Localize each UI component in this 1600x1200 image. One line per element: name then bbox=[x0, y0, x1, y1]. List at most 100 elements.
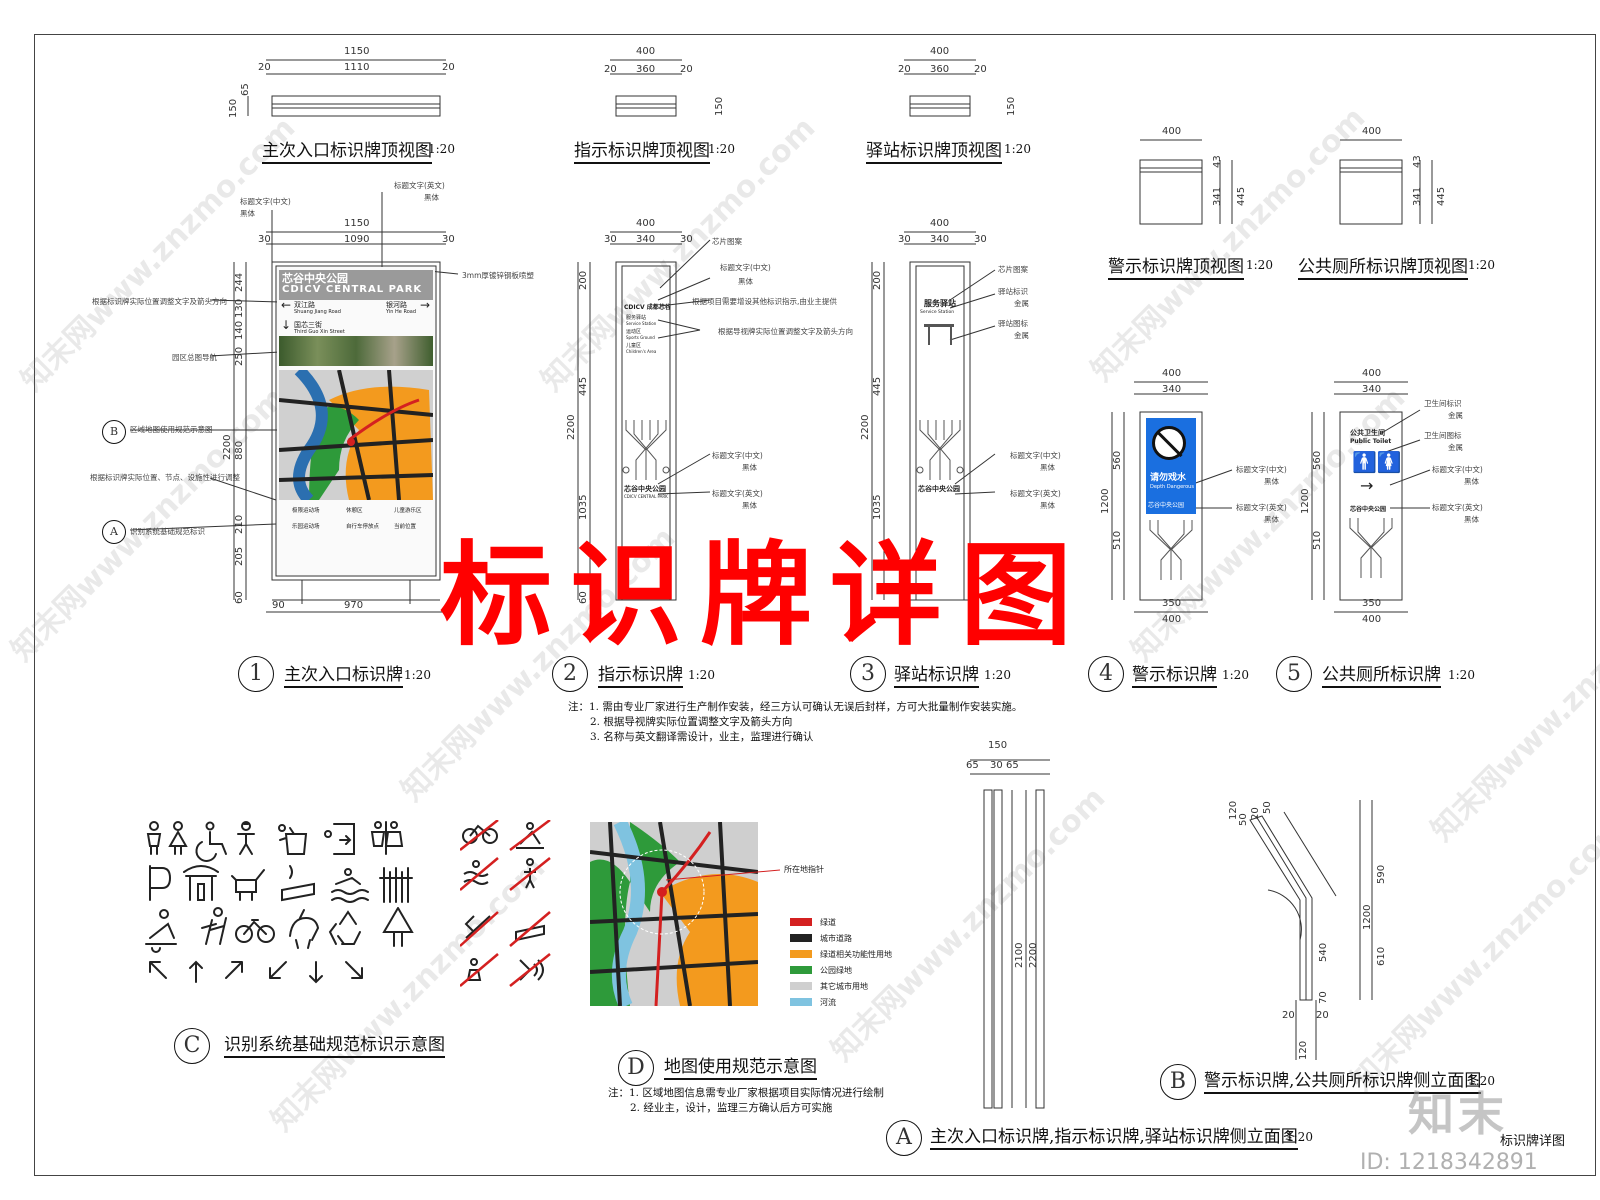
dim-label: 43 bbox=[1412, 155, 1423, 168]
annotation: 金属 bbox=[1448, 443, 1463, 452]
scale-label: 1:20 bbox=[1448, 668, 1475, 682]
dim-label: 20 bbox=[1282, 1010, 1295, 1021]
title-sign4: 警示标识牌 bbox=[1132, 660, 1217, 688]
dim-label: 200 bbox=[872, 270, 883, 290]
marker-a: A bbox=[886, 1120, 922, 1156]
dim-label: 510 bbox=[1312, 530, 1323, 550]
scale-label: 1:20 bbox=[1004, 142, 1031, 156]
note-line: 注：1. 需由专业厂家进行生产制作安装，经三方认可确认无误后封样，方可大批量制作… bbox=[568, 701, 1023, 713]
marker-4: 4 bbox=[1088, 656, 1124, 692]
map-legend: 绿道 城市道路 绿道相关功能性用地 公园绿地 其它城市用地 河流 bbox=[790, 918, 910, 1018]
dim-label: 20 bbox=[604, 64, 617, 75]
scale-label: 1:20 bbox=[404, 668, 431, 682]
top-view-title-direction: 指示标识牌顶视图 bbox=[574, 136, 710, 164]
dim-label: 360 bbox=[930, 64, 950, 75]
dim-label: 30 bbox=[990, 760, 1003, 771]
dim-label: 20 bbox=[1316, 1010, 1329, 1021]
note-line: 2. 经业主，设计，监理三方确认后方可实施 bbox=[630, 1102, 833, 1114]
direction-item: Service Station bbox=[626, 321, 657, 326]
annotation: 标题文字(英文) bbox=[394, 181, 445, 190]
annotation: 标题文字(中文) bbox=[1236, 465, 1287, 474]
toilet-title: 公共卫生间 bbox=[1350, 429, 1385, 437]
dim-label: 30 bbox=[258, 234, 271, 245]
dim-label: 20 bbox=[974, 64, 987, 75]
marker-b: B bbox=[1160, 1064, 1196, 1100]
scale-label: 1:20 bbox=[1468, 258, 1495, 272]
note-line: 3. 名称与英文翻译需设计，业主，监理进行确认 bbox=[590, 731, 814, 743]
station-sign-title-en: Service Station bbox=[920, 310, 955, 315]
warning-text-en: Depth Dangerous bbox=[1150, 484, 1194, 490]
dim-label: 65 bbox=[966, 760, 979, 771]
toilet-footer: 芯谷中央公园 bbox=[1350, 506, 1387, 513]
annotation: 金属 bbox=[1014, 299, 1029, 308]
legend-swatch bbox=[790, 918, 812, 926]
dim-label: 43 bbox=[1212, 155, 1223, 168]
legend-swatch bbox=[790, 950, 812, 958]
title-map: 地图使用规范示意图 bbox=[664, 1052, 817, 1080]
dim-label: 2200 bbox=[222, 434, 233, 460]
dim-label: 400 bbox=[930, 218, 950, 229]
no-swimming-icon bbox=[1152, 426, 1186, 460]
scale-label: 1:20 bbox=[1222, 668, 1249, 682]
dim-label: 1200 bbox=[1362, 904, 1373, 930]
legend-swatch bbox=[790, 966, 812, 974]
dim-label: 340 bbox=[930, 234, 950, 245]
pavilion-icon bbox=[924, 324, 954, 349]
dim-label: 20 bbox=[442, 62, 455, 73]
annotation: 卫生间图标 bbox=[1424, 431, 1462, 440]
scale-label: 1:20 bbox=[1246, 258, 1273, 272]
annotation: 黑体 bbox=[1040, 501, 1055, 510]
dim-label: 340 bbox=[1162, 384, 1182, 395]
annotation: 根据导视牌实际位置调整文字及箭头方向 bbox=[718, 327, 853, 336]
dim-label: 341 bbox=[1212, 186, 1223, 206]
annotation: 根据标识牌实际位置调整文字及箭头方向 bbox=[92, 297, 227, 306]
sheet-main-title: 标识牌详图 bbox=[440, 531, 1090, 661]
annotation: 芯片图案 bbox=[998, 265, 1028, 274]
dim-label: 400 bbox=[636, 218, 656, 229]
direction-item: 运动区 bbox=[626, 329, 642, 335]
annotation: 金属 bbox=[1448, 411, 1463, 420]
dim-label: 205 bbox=[234, 546, 245, 566]
dim-label: 340 bbox=[1362, 384, 1382, 395]
annotation: 黑体 bbox=[742, 463, 757, 472]
dim-label: 150 bbox=[714, 96, 725, 116]
annotation: 黑体 bbox=[1264, 477, 1279, 486]
dim-label: 400 bbox=[1362, 368, 1382, 379]
sign-cn-name: 芯谷中央公园 bbox=[282, 272, 348, 285]
dim-label: 350 bbox=[1162, 598, 1182, 609]
chip-pattern-icon bbox=[1349, 518, 1393, 578]
dim-label: 445 bbox=[1236, 186, 1247, 206]
annotation: 黑体 bbox=[1264, 515, 1279, 524]
arrow-right-icon: → bbox=[1360, 476, 1374, 495]
sign-header bbox=[279, 270, 433, 300]
dim-label: 20 bbox=[1250, 807, 1261, 820]
chip-pattern-icon bbox=[916, 420, 964, 480]
dim-label: 1150 bbox=[344, 218, 370, 229]
legend-label: 绿道 bbox=[820, 918, 836, 927]
marker-5: 5 bbox=[1276, 656, 1312, 692]
dim-label: 340 bbox=[636, 234, 656, 245]
direction-sign-brand: CDICV 成都芯谷 bbox=[624, 304, 671, 311]
map-pointer-label: 所在地指针 bbox=[784, 865, 824, 874]
dim-label: 200 bbox=[578, 270, 589, 290]
scale-label: 1:20 bbox=[708, 142, 735, 156]
dim-label: 2200 bbox=[860, 414, 871, 440]
top-view-title-station: 驿站标识牌顶视图 bbox=[866, 136, 1002, 164]
annotation: 标题文字(中文) bbox=[240, 197, 291, 206]
annotation: 芯片图案 bbox=[712, 237, 742, 246]
annotation: 黑体 bbox=[742, 501, 757, 510]
station-sign-title: 服务驿站 bbox=[924, 299, 956, 308]
dim-label: 560 bbox=[1112, 450, 1123, 470]
legend-label: 城市道路 bbox=[820, 934, 852, 943]
dim-label: 560 bbox=[1312, 450, 1323, 470]
annotation: 黑体 bbox=[424, 193, 439, 202]
annotation: 黑体 bbox=[738, 277, 753, 286]
direction-item: Children's Area bbox=[626, 349, 657, 354]
id-label: ID: 1218342891 bbox=[1360, 1150, 1538, 1175]
pointer-leader bbox=[665, 869, 781, 881]
title-sign3: 驿站标识牌 bbox=[894, 660, 979, 688]
basic-symbols-grid bbox=[145, 821, 414, 984]
marker-a: A bbox=[102, 520, 126, 544]
dim-label: 590 bbox=[1376, 864, 1387, 884]
